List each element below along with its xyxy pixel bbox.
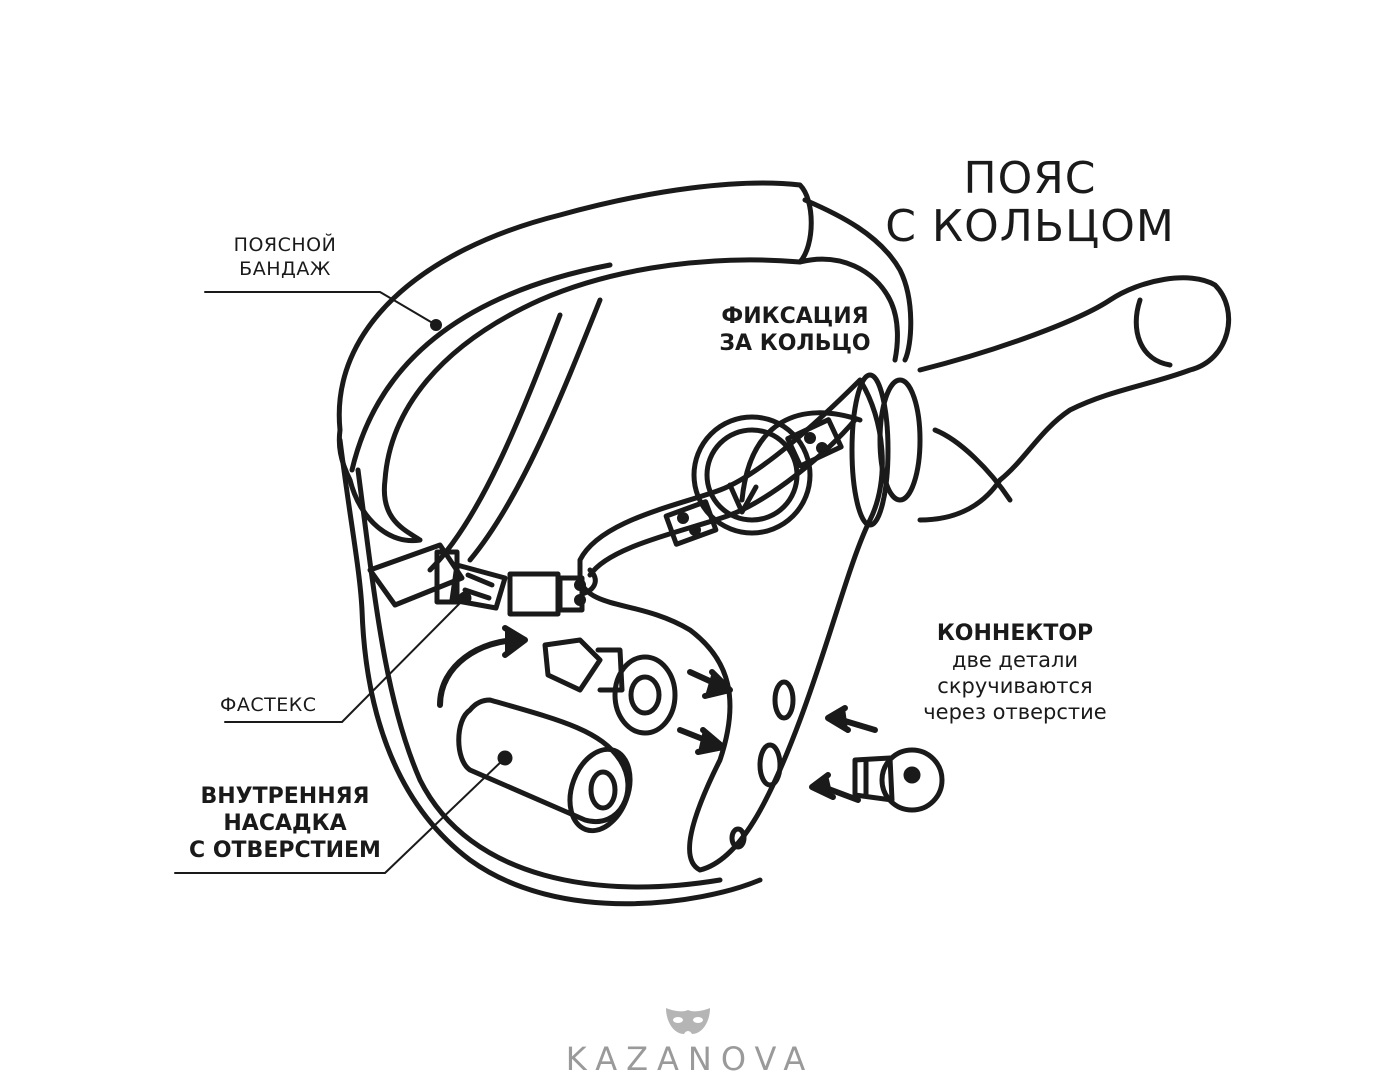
inner-insert-label: ВНУТРЕННЯЯ НАСАДКА С ОТВЕРСТИЕМ bbox=[170, 783, 400, 864]
direction-arrows-illustration bbox=[437, 625, 878, 803]
brand-name: KAZANOVA bbox=[565, 1040, 815, 1078]
waist-belt-illustration bbox=[336, 180, 914, 907]
ring-fixation-label: ФИКСАЦИЯ ЗА КОЛЬЦО bbox=[700, 303, 890, 357]
title-line-2: С КОЛЬЦОМ bbox=[885, 201, 1175, 252]
inner-insert-label-line-2: НАСАДКА bbox=[223, 811, 347, 836]
connector-desc-line-3: через отверстие bbox=[923, 700, 1107, 724]
connector-title: КОННЕКТОР bbox=[936, 621, 1094, 646]
inner-insert-illustration bbox=[456, 697, 633, 834]
fastex-buckle-illustration bbox=[367, 542, 598, 617]
waist-belt-label-line-2: БАНДАЖ bbox=[239, 258, 331, 280]
waist-belt-label-line-1: ПОЯСНОЙ bbox=[233, 234, 337, 256]
inner-insert-label-line-1: ВНУТРЕННЯЯ bbox=[200, 784, 370, 809]
insert-connector-illustration bbox=[542, 637, 678, 736]
ring-fixation-label-line-1: ФИКСАЦИЯ bbox=[721, 304, 869, 329]
mask-icon bbox=[666, 1008, 710, 1034]
connector-label: КОННЕКТОР две детали скручиваются через … bbox=[890, 620, 1140, 725]
ring-fixation-illustration bbox=[663, 410, 863, 547]
waist-belt-label: ПОЯСНОЙ БАНДАЖ bbox=[210, 233, 360, 281]
dildo-illustration bbox=[849, 275, 1232, 528]
connector-desc-line-2: скручиваются bbox=[937, 674, 1093, 698]
title-line-1: ПОЯС bbox=[963, 153, 1097, 204]
ring-fixation-label-line-2: ЗА КОЛЬЦО bbox=[719, 331, 871, 356]
fastex-label: ФАСТЕКС bbox=[220, 694, 317, 716]
diagram-title: ПОЯС С КОЛЬЦОМ bbox=[880, 155, 1180, 251]
connector-desc-line-1: две детали bbox=[951, 648, 1079, 672]
leader-lines bbox=[174, 291, 506, 874]
inner-insert-label-line-3: С ОТВЕРСТИЕМ bbox=[189, 838, 381, 863]
connector-bolt-illustration bbox=[852, 747, 945, 813]
